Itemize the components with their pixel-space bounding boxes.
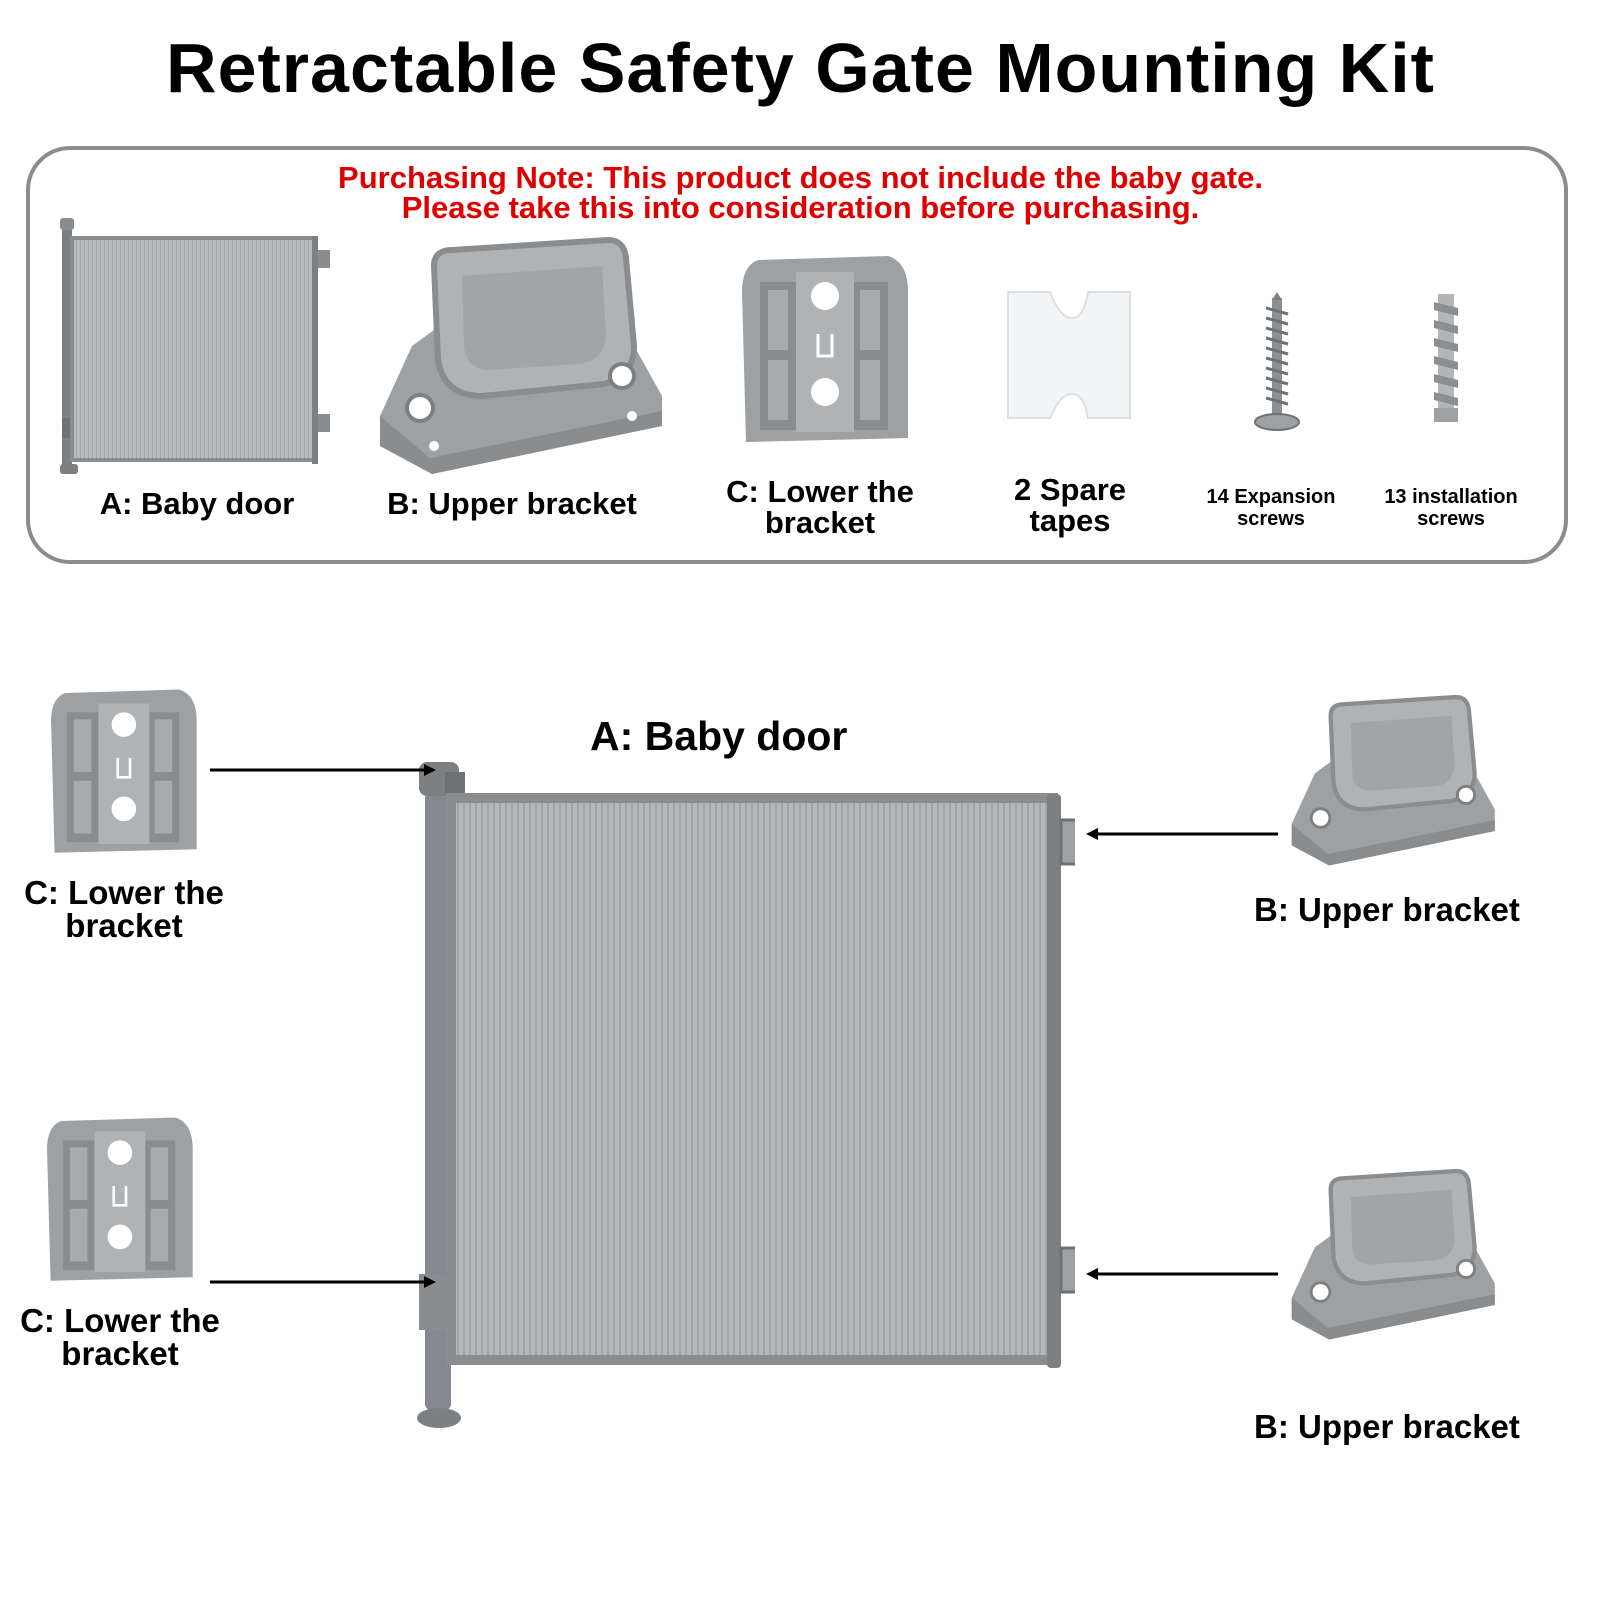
page-title: Retractable Safety Gate Mounting Kit: [166, 29, 1435, 107]
installation-screw-image: [1434, 294, 1458, 422]
diagram-lower-bracket-bottom: [47, 1117, 193, 1281]
kit-label-spare-tapes: 2 Spare tapes: [980, 474, 1160, 536]
diagram-upper-bracket-bottom: [1291, 1168, 1495, 1340]
kit-label-expansion-screws: 14 Expansion screws: [1196, 486, 1346, 530]
kit-label-expansion-screws-line1: 14 Expansion: [1206, 486, 1336, 508]
arrow-top-left: [210, 764, 436, 776]
kit-contents-panel: [26, 146, 1568, 564]
diagram-label-lower-bracket-bottom-line2: bracket: [61, 1335, 179, 1372]
diagram-label-upper-bracket-bottom: B: Upper bracket: [1254, 1408, 1520, 1445]
lower-bracket-image: [742, 256, 908, 442]
kit-label-upper-bracket: B: Upper bracket: [387, 486, 637, 521]
diagram-label-lower-bracket-top: C: Lower the bracket: [14, 876, 234, 942]
kit-label-spare-tapes-line1: 2 Spare: [1013, 472, 1126, 507]
kit-label-lower-bracket: C: Lower the bracket: [700, 476, 940, 538]
purchasing-note-line2: Please take this into consideration befo…: [401, 190, 1200, 225]
arrow-bottom-left: [210, 1276, 436, 1288]
diagram-label-baby-door: A: Baby door: [590, 713, 848, 759]
purchasing-note-line1: Purchasing Note: This product does not i…: [338, 160, 1263, 195]
arrow-bottom-right: [1086, 1268, 1278, 1280]
diagram-label-lower-bracket-bottom-line1: C: Lower the: [20, 1302, 220, 1339]
kit-label-installation-screws-line1: 13 installation: [1384, 486, 1518, 508]
diagram-label-upper-bracket-top: B: Upper bracket: [1254, 891, 1520, 928]
spare-tape-image: [1007, 291, 1131, 419]
kit-label-baby-door: A: Baby door: [99, 486, 295, 521]
baby-door-diagram: [417, 762, 1075, 1428]
kit-label-installation-screws-line2: screws: [1417, 508, 1485, 530]
kit-label-expansion-screws-line2: screws: [1237, 508, 1305, 530]
kit-label-spare-tapes-line2: tapes: [1029, 503, 1111, 538]
diagram-label-lower-bracket-top-line2: bracket: [65, 907, 183, 944]
kit-label-lower-bracket-line2: bracket: [764, 505, 876, 540]
arrow-top-right: [1086, 828, 1278, 840]
kit-label-lower-bracket-line1: C: Lower the: [726, 474, 914, 509]
baby-door-image: [60, 218, 330, 474]
diagram-lower-bracket-top: [51, 689, 197, 853]
kit-label-installation-screws: 13 installation screws: [1376, 486, 1526, 530]
diagram-label-lower-bracket-bottom: C: Lower the bracket: [10, 1304, 230, 1370]
diagram-label-lower-bracket-top-line1: C: Lower the: [24, 874, 224, 911]
upper-bracket-image: [380, 236, 662, 474]
expansion-screw-image: [1254, 292, 1300, 431]
diagram-upper-bracket-top: [1291, 694, 1495, 866]
